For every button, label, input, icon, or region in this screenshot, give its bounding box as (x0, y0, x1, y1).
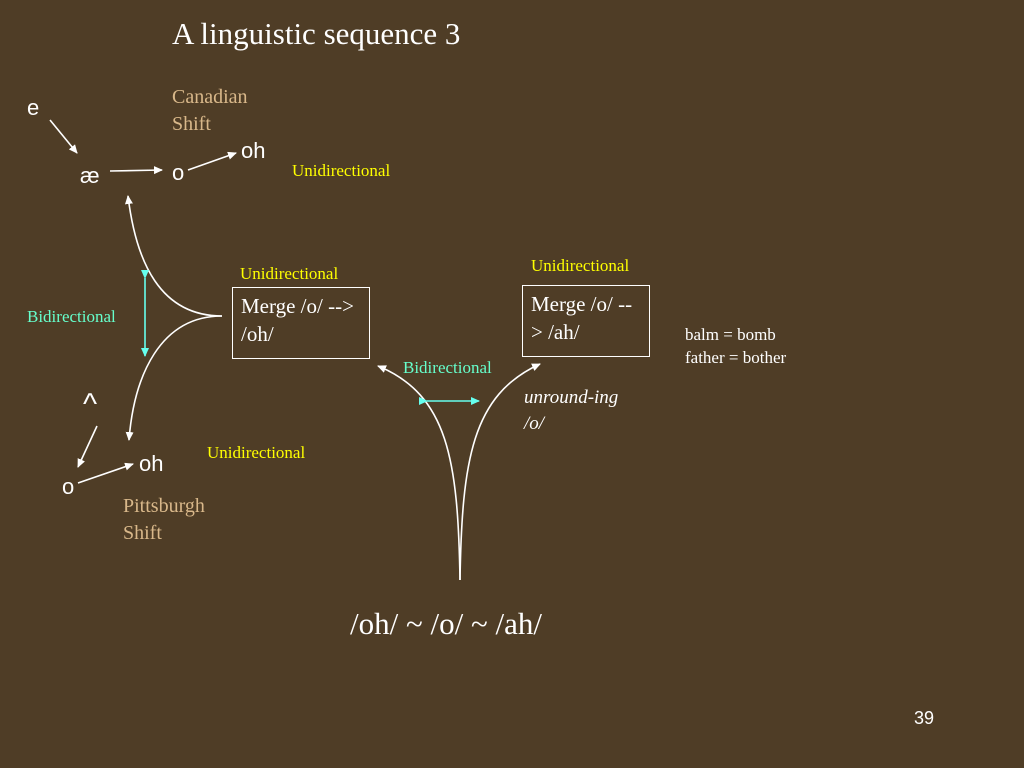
canadian-unidirectional-label: Unidirectional (292, 161, 391, 180)
pittsburgh-label-line2: Shift (123, 522, 162, 544)
merge-oh-text: Merge /o/ --> /oh/ (241, 294, 354, 346)
merge-ah-box: Merge /o/ --> /ah/ (522, 285, 650, 357)
bottom-bidirectional-label: Bidirectional (403, 358, 492, 377)
vowel-oh-canadian: oh (241, 138, 266, 163)
arrow-o-to-oh-canadian (187, 151, 237, 171)
merge-oh-unidirectional-label: Unidirectional (240, 264, 339, 283)
left-bidirectional-label: Bidirectional (27, 307, 116, 326)
pittsburgh-unidirectional-label: Unidirectional (207, 443, 306, 462)
vowel-caret: ^ (83, 388, 98, 421)
canadian-shift-label: Canadian Shift (172, 84, 282, 138)
canadian-label-line2: Shift (172, 113, 211, 135)
curve-fork-up (124, 195, 223, 317)
vowel-ae: æ (80, 163, 100, 188)
slide-title: A linguistic sequence 3 (172, 16, 461, 51)
vowel-o-canadian: o (172, 160, 185, 185)
pittsburgh-shift-label: Pittsburgh Shift (123, 493, 233, 547)
vowel-e: e (27, 95, 40, 120)
variation-formula: /oh/ ~ /o/ ~ /ah/ (350, 606, 542, 641)
unrounding-label: unround-ing /o/ (524, 387, 619, 434)
arrow-ae-to-o (109, 166, 163, 175)
canadian-label-line1: Canadian (172, 86, 248, 108)
merge-oh-box: Merge /o/ --> /oh/ (232, 287, 370, 359)
curve-bottom-left (377, 365, 461, 581)
pittsburgh-label-line1: Pittsburgh (123, 495, 205, 517)
example-balm-bomb: balm = bomb (685, 325, 776, 344)
curve-fork-down (125, 315, 223, 441)
arrow-o-to-oh-pittsburgh (77, 462, 134, 484)
page-number: 39 (914, 708, 935, 728)
arrow-e-to-ae (49, 119, 78, 154)
merge-ah-examples: balm = bomb father = bother (685, 323, 786, 369)
arrow-caret-to-o (77, 425, 98, 468)
vowel-oh-pittsburgh: oh (139, 451, 164, 476)
vowel-o-pittsburgh: o (62, 474, 75, 499)
curve-bottom-right (459, 363, 541, 581)
example-father-bother: father = bother (685, 348, 787, 367)
merge-ah-text: Merge /o/ --> /ah/ (531, 292, 633, 344)
merge-ah-unidirectional-label: Unidirectional (531, 256, 630, 275)
